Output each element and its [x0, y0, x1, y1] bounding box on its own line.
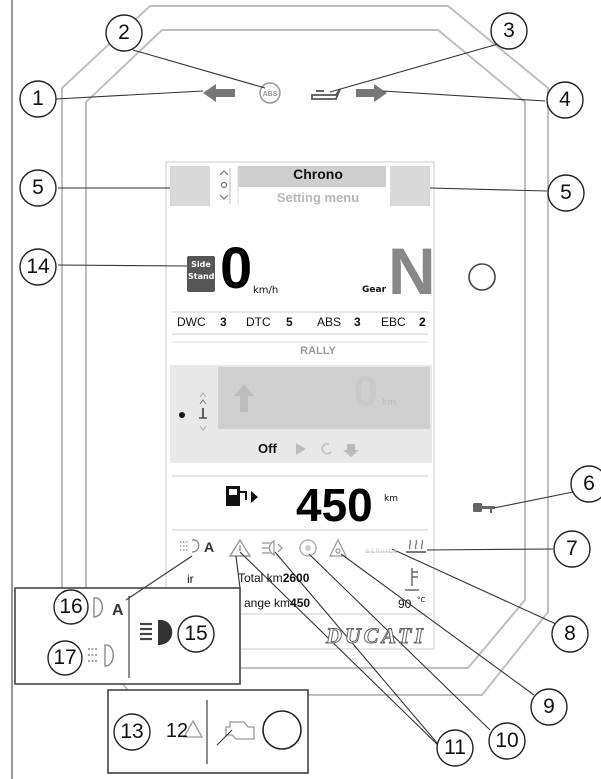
leader-lines [55, 41, 579, 751]
heated-grips-icon [406, 539, 426, 553]
warning-triangle-icon [182, 719, 204, 738]
reset-icon [321, 442, 332, 455]
range-km-value: 450 [290, 596, 311, 610]
aid-abs-value: 3 [354, 315, 361, 329]
callout-9: 9 [543, 695, 555, 718]
callout-5-right: 5 [560, 181, 572, 204]
menu-title: Chrono [293, 166, 343, 182]
callout-circles [19, 12, 601, 767]
rally-bullet [179, 412, 185, 418]
side-stand-badge [187, 256, 215, 292]
engine-icon [225, 721, 255, 740]
coolant-temp-unit: °C [417, 596, 426, 604]
engine-lamp-circle [262, 710, 302, 750]
oil-pressure-icon [311, 88, 341, 100]
callout-13: 13 [120, 720, 144, 743]
aid-dwc-value: 3 [220, 315, 227, 329]
callout-7: 7 [566, 537, 578, 560]
aid-dwc-name: DWC [177, 315, 206, 329]
immobilizer-icon [329, 538, 347, 557]
menu-right-block [390, 166, 430, 206]
callout-8: 8 [564, 622, 576, 645]
high-beam-icon [140, 619, 173, 645]
fuel-pump-icon [226, 486, 258, 506]
range-km-label: ange km [244, 596, 291, 610]
riding-mode: RALLY [300, 345, 336, 357]
gear-label: Gear [362, 285, 387, 295]
callout-15: 15 [184, 622, 208, 645]
callout-14: 14 [26, 255, 50, 278]
total-km-value: 2600 [282, 571, 310, 585]
engine-check-icon [299, 539, 317, 557]
coolant-temp-icon [405, 568, 419, 591]
callout-3: 3 [503, 19, 515, 42]
callout-1: 1 [32, 87, 44, 110]
menu-title-bar [238, 166, 386, 187]
general-warning-icon [228, 538, 252, 557]
callout-11: 11 [444, 736, 466, 759]
rally-unit: km [382, 398, 396, 408]
low-beam-icon [88, 644, 114, 667]
svg-text:ABS: ABS [263, 91, 278, 98]
rally-odometer-area [218, 367, 430, 429]
callout-5-left: 5 [32, 176, 44, 199]
aid-dtc-name: DTC [246, 315, 271, 329]
key-icon [473, 503, 495, 513]
aid-ebc-name: EBC [381, 315, 406, 329]
speed-unit: km/h [253, 285, 279, 296]
callout-12: 12 [165, 720, 189, 742]
rally-status: Off [258, 441, 277, 456]
play-icon [296, 443, 306, 455]
left-turn-icon [203, 84, 235, 102]
menu-left-block [170, 166, 210, 206]
fuel-range: 450 [296, 479, 373, 531]
gear-indicator: N [388, 234, 436, 308]
abs-icon: ABS [259, 82, 281, 104]
aid-dtc-value: 5 [286, 315, 293, 329]
menu-subtitle: Setting menu [276, 190, 360, 205]
low-beam-indicator-icon [180, 539, 200, 553]
rally-adjust-icon [199, 392, 207, 431]
callout-10: 10 [495, 729, 519, 752]
trip-prefix: ir [187, 572, 194, 586]
rally-direction-icon [234, 384, 254, 412]
total-km: Total km2600 [238, 571, 309, 585]
total-km-label: Total km [238, 571, 283, 585]
callout-17: 17 [53, 646, 77, 669]
aid-abs-name: ABS [317, 315, 342, 329]
fuel-unit: km [384, 494, 398, 504]
callout-2: 2 [118, 21, 130, 44]
range-km: ange km450 [244, 596, 310, 610]
side-stand-label-1: Side [191, 260, 211, 269]
coolant-temp-value: 90 [398, 597, 412, 611]
speed-readout: 0 [220, 236, 253, 301]
dashboard-housing [61, 5, 549, 696]
inset-auto-label: A [112, 602, 124, 619]
light-mode-label: A [204, 539, 215, 555]
menu-scroll-icon [219, 170, 229, 200]
rally-distance: 0 [353, 367, 378, 416]
light-sensor [468, 263, 496, 291]
callout-4: 4 [559, 88, 571, 111]
callout-6: 6 [583, 472, 595, 495]
fog-light-icon [262, 539, 283, 557]
callout-16: 16 [59, 595, 83, 618]
right-turn-icon [356, 84, 387, 102]
service-text: SERVICE [366, 548, 399, 555]
down-icon [343, 444, 359, 457]
aid-ebc-value: 2 [419, 315, 426, 329]
ducati-logo: DUCATI [326, 623, 426, 649]
side-stand-label-2: Stand [188, 272, 215, 281]
